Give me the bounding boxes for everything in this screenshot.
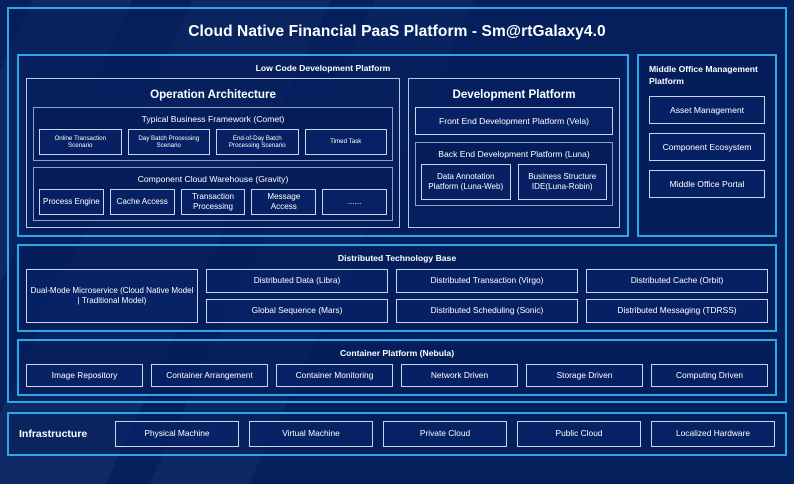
middle-office-items: Asset Management Component Ecosystem Mid… bbox=[649, 96, 765, 199]
chip-business-structure-ide[interactable]: Business Structure IDE(Luna-Robin) bbox=[517, 164, 607, 200]
chip-localized-hardware[interactable]: Localized Hardware bbox=[651, 421, 775, 447]
back-end-items: Data Annotation Platform (Luna-Web) Busi… bbox=[421, 164, 607, 200]
typical-business-framework-items: Online Transaction Scenario Day Batch Pr… bbox=[39, 129, 387, 155]
chip-container-monitoring[interactable]: Container Monitoring bbox=[276, 364, 393, 387]
component-cloud-warehouse: Component Cloud Warehouse (Gravity) Proc… bbox=[33, 167, 393, 221]
development-platform: Development Platform Front End Developme… bbox=[408, 78, 620, 228]
back-end-development-platform-title: Back End Development Platform (Luna) bbox=[438, 149, 590, 159]
low-code-title: Low Code Development Platform bbox=[255, 63, 391, 73]
page-title: Cloud Native Financial PaaS Platform - S… bbox=[188, 23, 606, 40]
chip-physical-machine[interactable]: Physical Machine bbox=[115, 421, 239, 447]
chip-virtual-machine[interactable]: Virtual Machine bbox=[249, 421, 373, 447]
chip-day-batch-processing-scenario[interactable]: Day Batch Processing Scenario bbox=[127, 129, 210, 155]
chip-online-transaction-scenario[interactable]: Online Transaction Scenario bbox=[39, 129, 122, 155]
distributed-technology-base: Distributed Technology Base Dual-Mode Mi… bbox=[17, 244, 777, 332]
container-platform-items: Image Repository Container Arrangement C… bbox=[26, 364, 768, 387]
infrastructure-panel: Infrastructure Physical Machine Virtual … bbox=[7, 412, 787, 456]
middle-office-title: Middle Office Management Platform bbox=[649, 64, 758, 86]
chip-message-access[interactable]: Message Access bbox=[251, 189, 317, 215]
chip-process-engine[interactable]: Process Engine bbox=[39, 189, 104, 215]
chip-transaction-processing[interactable]: Transaction Processing bbox=[180, 189, 246, 215]
operation-architecture: Operation Architecture Typical Business … bbox=[26, 78, 400, 228]
platform-main-frame: Cloud Native Financial PaaS Platform - S… bbox=[7, 7, 787, 403]
back-end-development-platform: Back End Development Platform (Luna) Dat… bbox=[415, 142, 613, 206]
chip-asset-management[interactable]: Asset Management bbox=[649, 96, 765, 125]
chip-end-of-day-batch-processing-scenario[interactable]: End-of-Day Batch Processing Scenario bbox=[216, 129, 299, 155]
diagram-root: Cloud Native Financial PaaS Platform - S… bbox=[7, 7, 787, 456]
chip-distributed-scheduling[interactable]: Distributed Scheduling (Sonic) bbox=[396, 299, 578, 323]
typical-business-framework-title: Typical Business Framework (Comet) bbox=[141, 114, 285, 124]
chip-public-cloud[interactable]: Public Cloud bbox=[517, 421, 641, 447]
container-platform-title: Container Platform (Nebula) bbox=[339, 348, 455, 358]
infrastructure-label: Infrastructure bbox=[19, 428, 88, 440]
chip-computing-driven[interactable]: Computing Driven bbox=[651, 364, 768, 387]
middle-office-management-platform: Middle Office Management Platform Asset … bbox=[637, 54, 777, 237]
component-cloud-warehouse-title: Component Cloud Warehouse (Gravity) bbox=[137, 174, 289, 184]
chip-more-ellipsis[interactable]: ...... bbox=[322, 189, 387, 215]
distributed-technology-base-body: Dual-Mode Microservice (Cloud Native Mod… bbox=[26, 269, 768, 323]
container-platform: Container Platform (Nebula) Image Reposi… bbox=[17, 339, 777, 396]
component-cloud-warehouse-items: Process Engine Cache Access Transaction … bbox=[39, 189, 387, 215]
chip-network-driven[interactable]: Network Driven bbox=[401, 364, 518, 387]
operation-architecture-title: Operation Architecture bbox=[150, 88, 276, 101]
upper-section: Low Code Development Platform Operation … bbox=[17, 54, 777, 237]
chip-distributed-messaging[interactable]: Distributed Messaging (TDRSS) bbox=[586, 299, 768, 323]
chip-image-repository[interactable]: Image Repository bbox=[26, 364, 143, 387]
chip-container-arrangement[interactable]: Container Arrangement bbox=[151, 364, 268, 387]
chip-middle-office-portal[interactable]: Middle Office Portal bbox=[649, 170, 765, 199]
chip-front-end-development-platform[interactable]: Front End Development Platform (Vela) bbox=[415, 107, 613, 135]
chip-dual-mode-microservice[interactable]: Dual-Mode Microservice (Cloud Native Mod… bbox=[26, 269, 198, 323]
chip-component-ecosystem[interactable]: Component Ecosystem bbox=[649, 133, 765, 162]
chip-global-sequence[interactable]: Global Sequence (Mars) bbox=[206, 299, 388, 323]
low-code-columns: Operation Architecture Typical Business … bbox=[26, 78, 620, 228]
chip-distributed-transaction[interactable]: Distributed Transaction (Virgo) bbox=[396, 269, 578, 293]
distributed-technology-base-title: Distributed Technology Base bbox=[337, 253, 457, 263]
distributed-technology-base-items: Distributed Data (Libra) Distributed Tra… bbox=[206, 269, 768, 323]
typical-business-framework: Typical Business Framework (Comet) Onlin… bbox=[33, 107, 393, 161]
chip-distributed-data[interactable]: Distributed Data (Libra) bbox=[206, 269, 388, 293]
chip-cache-access[interactable]: Cache Access bbox=[109, 189, 175, 215]
chip-private-cloud[interactable]: Private Cloud bbox=[383, 421, 507, 447]
infrastructure-items: Physical Machine Virtual Machine Private… bbox=[115, 421, 775, 447]
chip-data-annotation-platform[interactable]: Data Annotation Platform (Luna-Web) bbox=[421, 164, 511, 200]
chip-storage-driven[interactable]: Storage Driven bbox=[526, 364, 643, 387]
chip-distributed-cache[interactable]: Distributed Cache (Orbit) bbox=[586, 269, 768, 293]
dual-mode-microservice-wrapper: Dual-Mode Microservice (Cloud Native Mod… bbox=[26, 269, 198, 323]
low-code-development-platform: Low Code Development Platform Operation … bbox=[17, 54, 629, 237]
chip-timed-task[interactable]: Timed Task bbox=[304, 129, 387, 155]
development-platform-title: Development Platform bbox=[452, 88, 576, 101]
